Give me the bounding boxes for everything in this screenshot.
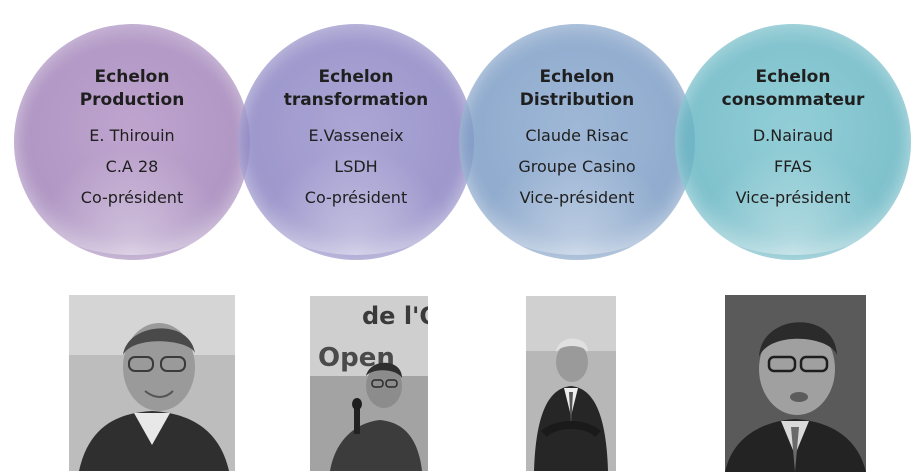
echelon-title-line1: Echelon xyxy=(539,67,615,87)
photo-thirouin xyxy=(69,295,235,471)
circle-production xyxy=(14,24,250,260)
backdrop-text-1: de l'O xyxy=(362,302,428,330)
echelon-labels: Echelon Production E. Thirouin C.A 28 Co… xyxy=(32,66,893,207)
portrait-graphic xyxy=(725,295,866,472)
echelon-title-line2: transformation xyxy=(283,90,429,110)
person-role: Vice-président xyxy=(735,188,851,207)
echelon-title-line2: Production xyxy=(79,90,185,110)
person-role: Co-président xyxy=(304,188,408,207)
circle-consommateur xyxy=(675,24,911,260)
person-name: Claude Risac xyxy=(525,126,629,145)
organization-name: C.A 28 xyxy=(105,157,159,176)
organization-name: FFAS xyxy=(773,157,813,176)
person-name: E.Vasseneix xyxy=(308,126,404,145)
circle-transformation xyxy=(238,24,474,260)
echelon-title-line2: Distribution xyxy=(519,90,635,110)
portrait-graphic xyxy=(526,296,616,471)
echelon-title: Echelon Distribution xyxy=(477,66,677,112)
echelon-consommateur: Echelon consommateur D.Nairaud FFAS Vice… xyxy=(693,66,893,207)
organization-name: LSDH xyxy=(334,157,378,176)
echelon-title: Echelon transformation xyxy=(256,66,456,112)
organization-name: Groupe Casino xyxy=(518,157,636,176)
echelon-title-line1: Echelon xyxy=(318,67,394,87)
echelon-title: Echelon Production xyxy=(32,66,232,112)
echelon-title-line2: consommateur xyxy=(721,90,865,110)
echelon-production: Echelon Production E. Thirouin C.A 28 Co… xyxy=(32,66,232,207)
echelon-transformation: Echelon transformation E.Vasseneix LSDH … xyxy=(256,66,456,207)
echelon-title-line1: Echelon xyxy=(755,67,831,87)
portrait-graphic xyxy=(69,295,235,471)
echelon-title: Echelon consommateur xyxy=(693,66,893,112)
person-name: D.Nairaud xyxy=(752,126,834,145)
echelon-distribution: Echelon Distribution Claude Risac Groupe… xyxy=(477,66,677,207)
photo-vasseneix: de l'O Open xyxy=(310,296,428,471)
echelon-circles xyxy=(14,24,911,260)
photo-nairaud xyxy=(725,295,866,472)
person-name: E. Thirouin xyxy=(89,126,175,145)
photo-risac xyxy=(526,296,616,471)
person-role: Vice-président xyxy=(519,188,635,207)
portrait-graphic: de l'O Open xyxy=(310,296,428,471)
person-role: Co-président xyxy=(80,188,184,207)
echelon-title-line1: Echelon xyxy=(94,67,170,87)
circle-distribution xyxy=(459,24,695,260)
